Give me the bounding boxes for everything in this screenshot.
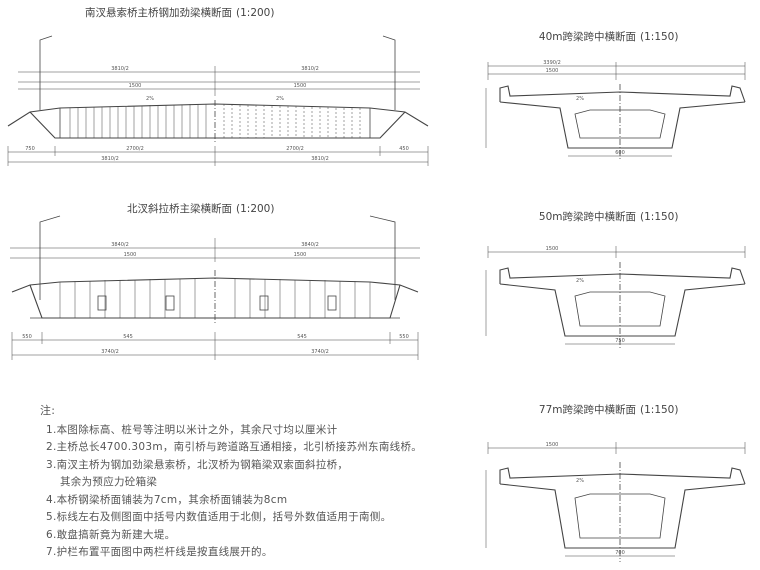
dim-label: 2700/2	[126, 146, 144, 152]
section-4-title: 50m跨梁跨中横断面	[539, 210, 636, 223]
dim-label: 550	[22, 334, 32, 340]
note-item: 6.敢盘搞新竟为新建大堤。	[46, 528, 176, 541]
note-item: 3.南汊主桥为钢加劲梁悬索桥，北汊桥为钢箱梁双索面斜拉桥，	[46, 458, 349, 471]
dim-label: 3840/2	[301, 242, 319, 248]
note-item: 1.本图除标高、桩号等注明以米计之外，其余尺寸均以厘米计	[46, 423, 338, 436]
slope-label: 2%	[276, 96, 284, 102]
dim-label: 2700/2	[286, 146, 304, 152]
note-item: 7.护栏布置平面图中两栏杆线是按直线展开的。	[46, 546, 273, 558]
dim-label: 3840/2	[111, 242, 129, 248]
section-3-drawing	[485, 62, 746, 160]
section-3-scale: (1:150)	[640, 31, 678, 43]
dim-label: 700	[615, 550, 625, 556]
dim-label: 450	[399, 146, 409, 152]
slope-label: 2%	[576, 96, 584, 102]
note-item: 2.主桥总长4700.303m，南引桥与跨道路互通相接，北引桥接苏州东南线桥。	[46, 441, 423, 453]
note-item: 4.本桥钢梁桥面铺装为7cm，其余桥面铺装为8cm	[46, 493, 288, 506]
dim-label: 1500	[546, 246, 559, 252]
slope-label: 2%	[576, 478, 584, 484]
section-1-title: 南汊悬索桥主桥钢加劲梁横断面	[85, 6, 232, 19]
dim-label: 750	[615, 338, 625, 344]
section-5-title: 77m跨梁跨中横断面	[539, 403, 636, 416]
note-item: 其余为预应力砼箱梁	[60, 476, 158, 488]
section-2-drawing	[10, 215, 420, 360]
dim-label: 600	[615, 150, 625, 156]
section-4-scale: (1:150)	[640, 211, 678, 223]
dim-label: 3740/2	[101, 349, 119, 355]
dim-label: 1500	[294, 83, 307, 89]
dim-label: 1500	[546, 442, 559, 448]
dim-label: 1500	[129, 83, 142, 89]
dim-label: 545	[123, 334, 133, 340]
dim-label: 1500	[294, 252, 307, 258]
dim-label: 3810/2	[101, 156, 119, 162]
dim-label: 3810/2	[301, 66, 319, 72]
dim-label: 545	[297, 334, 307, 340]
section-5-drawing	[485, 442, 746, 562]
section-4-drawing	[485, 246, 746, 350]
section-1-drawing	[7, 35, 429, 166]
section-2-title: 北汊斜拉桥主梁横断面	[127, 202, 232, 215]
dim-label: 550	[399, 334, 409, 340]
dim-label: 3740/2	[311, 349, 329, 355]
dim-label: 3810/2	[311, 156, 329, 162]
note-item: 5.标线左右及侧图面中括号内数值适用于北侧，括号外数值适用于南侧。	[46, 511, 392, 523]
notes-block: 注: 1.本图除标高、桩号等注明以米计之外，其余尺寸均以厘米计 2.主桥总长47…	[40, 402, 460, 562]
dim-label: 1500	[546, 68, 559, 74]
section-2-scale: (1:200)	[236, 203, 274, 215]
section-5-scale: (1:150)	[640, 404, 678, 416]
section-3-title: 40m跨梁跨中横断面	[539, 30, 636, 43]
notes-heading: 注:	[40, 404, 56, 417]
dim-label: 750	[25, 146, 35, 152]
slope-label: 2%	[146, 96, 154, 102]
slope-label: 2%	[576, 278, 584, 284]
dim-label: 3390/2	[543, 60, 561, 66]
dim-label: 3810/2	[111, 66, 129, 72]
section-1-scale: (1:200)	[236, 7, 274, 19]
dim-label: 1500	[124, 252, 137, 258]
